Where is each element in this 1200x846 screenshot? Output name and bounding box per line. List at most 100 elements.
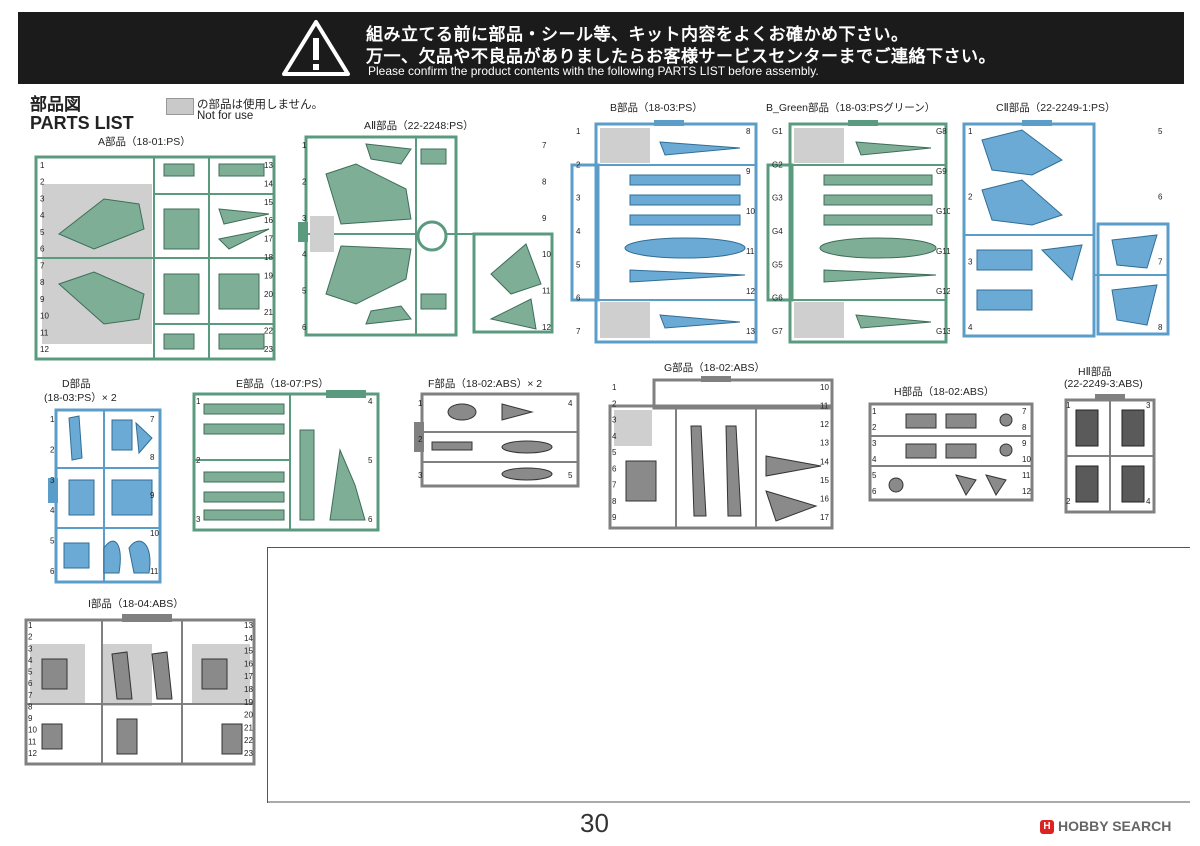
part-number: 7 — [40, 261, 45, 270]
part-number: 4 — [568, 399, 573, 408]
part-number: 5 — [576, 260, 581, 269]
part-number: 1 — [40, 161, 45, 170]
part-number: 6 — [1158, 192, 1163, 201]
part-number: G8 — [936, 127, 947, 136]
part-number: G5 — [772, 260, 783, 269]
part-number: 19 — [244, 698, 253, 707]
notes-area — [267, 547, 1190, 803]
part-number: 4 — [968, 323, 973, 332]
part-number: 3 — [50, 476, 55, 485]
part-number: 5 — [302, 287, 307, 296]
part-number: 7 — [28, 691, 33, 700]
page-number: 30 — [580, 808, 609, 838]
part-number: 4 — [28, 656, 33, 665]
part-number: 10 — [746, 207, 755, 216]
part-number: 10 — [1022, 455, 1031, 464]
part-number: 13 — [820, 439, 829, 448]
sprue-a-label: A部品（18-01:PS） — [98, 136, 191, 148]
part-number: 11 — [820, 402, 829, 411]
part-number: 7 — [576, 327, 581, 336]
part-number: 7 — [542, 141, 547, 150]
part-number: 3 — [302, 214, 307, 223]
part-number: 15 — [244, 647, 253, 656]
banner-line-jp-2: 万一、欠品や不良品がありましたらお客様サービスセンターまでご連絡下さい。 — [366, 47, 996, 66]
part-number: 23 — [264, 345, 273, 354]
part-number: 10 — [542, 250, 551, 259]
part-number: 16 — [820, 494, 829, 503]
part-number: 9 — [612, 513, 617, 522]
part-number: 7 — [1158, 258, 1163, 267]
part-number: 15 — [264, 198, 273, 207]
parts-list-title-jp: 部品図 — [30, 95, 81, 114]
part-number: G12 — [936, 287, 950, 296]
not-for-use-swatch — [166, 98, 194, 115]
part-number: 16 — [264, 216, 273, 225]
part-number: 3 — [872, 439, 877, 448]
part-number: 6 — [368, 515, 373, 524]
part-number: 3 — [196, 515, 201, 524]
part-number: 5 — [50, 537, 55, 546]
part-number: 9 — [150, 491, 155, 500]
sprue-d-label-2: (18-03:PS）× 2 — [44, 392, 117, 404]
part-number: 6 — [872, 487, 877, 496]
sprue-h2-label-2: (22-2249-3:ABS) — [1064, 378, 1143, 390]
part-number: 12 — [1022, 487, 1031, 496]
part-number: 12 — [820, 420, 829, 429]
part-number: G7 — [772, 327, 783, 336]
part-number: 12 — [28, 749, 37, 758]
sprue-b-label: B部品（18-03:PS） — [610, 102, 703, 114]
part-number: 14 — [264, 179, 273, 188]
part-number: 6 — [28, 679, 33, 688]
part-number: 3 — [968, 258, 973, 267]
part-number: 11 — [150, 567, 159, 576]
part-number: 2 — [40, 178, 45, 187]
part-number: 13 — [264, 161, 273, 170]
part-number: 4 — [302, 250, 307, 259]
part-number: 1 — [1066, 401, 1071, 410]
part-number: 5 — [40, 228, 45, 237]
part-number: G11 — [936, 247, 950, 256]
part-number: G1 — [772, 127, 783, 136]
part-number: 8 — [1022, 423, 1027, 432]
part-number: 3 — [418, 471, 423, 480]
part-number: 4 — [50, 506, 55, 515]
part-number: 2 — [302, 177, 307, 186]
part-number: 6 — [50, 567, 55, 576]
warning-icon — [282, 20, 350, 76]
part-number: 8 — [40, 278, 45, 287]
part-number: 6 — [40, 245, 45, 254]
part-number: 17 — [820, 513, 829, 522]
part-number: 2 — [872, 423, 877, 432]
part-number: 14 — [820, 457, 829, 466]
part-number: 2 — [196, 456, 201, 465]
part-number: 10 — [28, 726, 37, 735]
sprue-b-green-label: B_Green部品（18-03:PSグリーン） — [766, 102, 936, 114]
part-number: 2 — [418, 435, 423, 444]
notes-area-bottom-line — [268, 801, 1190, 803]
part-number: 5 — [872, 471, 877, 480]
part-number: 8 — [612, 497, 617, 506]
part-number: 1 — [418, 399, 423, 408]
part-number: 21 — [264, 308, 273, 317]
sprue-h-label: H部品（18-02:ABS） — [894, 386, 995, 398]
part-number: 1 — [612, 383, 617, 392]
part-number: 2 — [50, 445, 55, 454]
part-number: 3 — [576, 194, 581, 203]
part-number: 9 — [40, 295, 45, 304]
legend-text-jp: の部品は使用しません。 — [197, 99, 324, 111]
part-number: G2 — [772, 160, 783, 169]
part-number: 20 — [244, 711, 253, 720]
part-number: G13 — [936, 327, 950, 336]
part-number: 16 — [244, 659, 253, 668]
part-number: G6 — [772, 294, 783, 303]
part-number: 8 — [28, 702, 33, 711]
